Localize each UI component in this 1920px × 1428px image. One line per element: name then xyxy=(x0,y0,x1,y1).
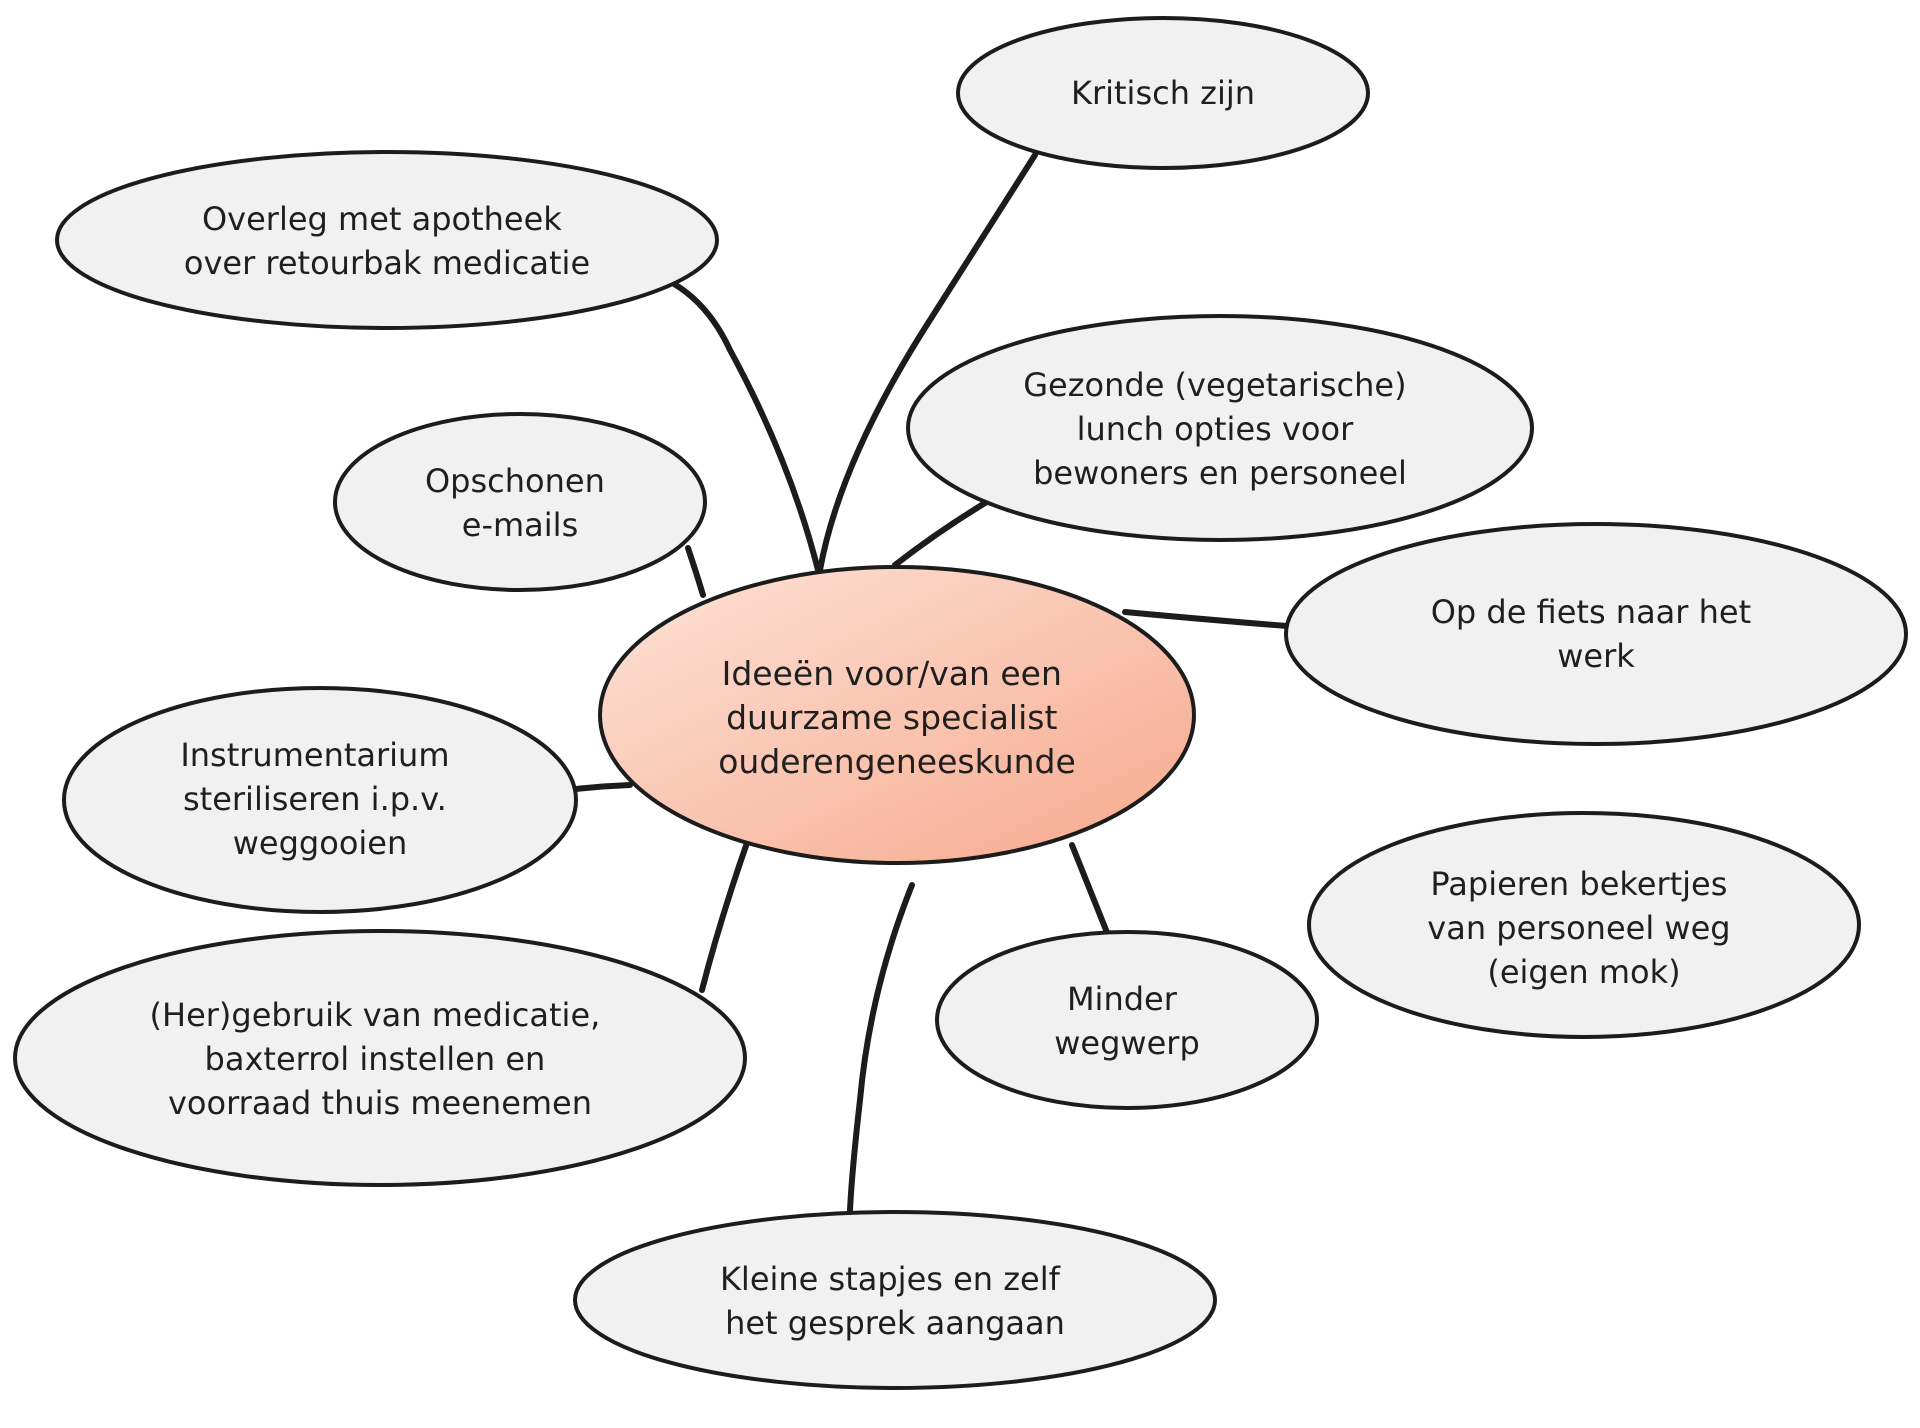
node-lunch-label: Gezonde (vegetarische) lunch opties voor… xyxy=(1023,366,1417,492)
node-hergebruik-label: (Her)gebruik van medicatie, baxterrol in… xyxy=(150,996,611,1122)
connector-fiets xyxy=(1122,609,1315,631)
connector-minder xyxy=(1069,842,1111,938)
node-fiets: Op de fiets naar het werk xyxy=(1284,522,1908,746)
node-kritisch-label: Kritisch zijn xyxy=(1071,74,1255,112)
node-instrumentarium-label: Instrumentarium steriliseren i.p.v. wegg… xyxy=(180,736,459,862)
node-hergebruik: (Her)gebruik van medicatie, baxterrol in… xyxy=(13,929,747,1187)
center-node-label: Ideeën voor/van een duurzame specialist … xyxy=(718,654,1076,781)
connector-lunch xyxy=(892,497,993,568)
node-fiets-label: Op de fiets naar het werk xyxy=(1431,593,1762,675)
node-minder-label: Minder wegwerp xyxy=(1054,980,1200,1062)
node-stapjes: Kleine stapjes en zelf het gesprek aanga… xyxy=(573,1210,1217,1390)
node-instrumentarium: Instrumentarium steriliseren i.p.v. wegg… xyxy=(62,686,578,914)
node-emails: Opschonen e-mails xyxy=(333,412,707,592)
connector-kritisch xyxy=(817,152,1038,573)
node-bekertjes: Papieren bekertjes van personeel weg (ei… xyxy=(1307,811,1861,1039)
node-lunch: Gezonde (vegetarische) lunch opties voor… xyxy=(906,314,1534,542)
node-stapjes-label: Kleine stapjes en zelf het gesprek aanga… xyxy=(720,1260,1070,1342)
center-node: Ideeën voor/van een duurzame specialist … xyxy=(598,565,1196,865)
node-kritisch: Kritisch zijn xyxy=(956,16,1370,170)
node-bekertjes-label: Papieren bekertjes van personeel weg (ei… xyxy=(1427,865,1740,991)
node-apotheek-label: Overleg met apotheek over retourbak medi… xyxy=(184,200,590,282)
node-emails-label: Opschonen e-mails xyxy=(425,462,615,544)
connector-hergebruik xyxy=(699,837,751,993)
connector-stapjes xyxy=(847,882,915,1213)
node-minder: Minder wegwerp xyxy=(935,930,1319,1110)
connector-emails xyxy=(685,545,706,598)
node-apotheek: Overleg met apotheek over retourbak medi… xyxy=(55,150,719,330)
connector-apotheek xyxy=(637,267,821,573)
